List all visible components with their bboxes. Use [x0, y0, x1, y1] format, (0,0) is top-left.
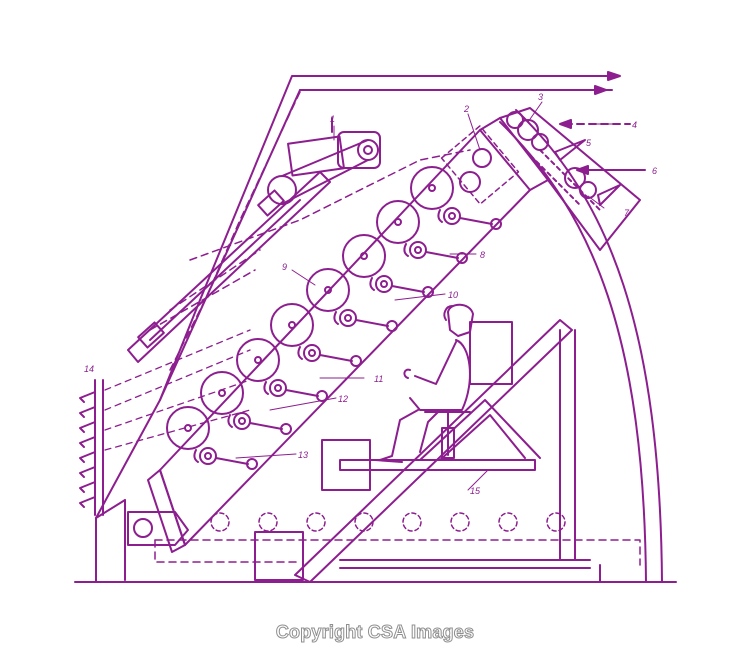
press-rolls [166, 166, 454, 450]
press-roll [236, 338, 280, 382]
label-8: 8 [480, 250, 485, 260]
operator-figure [374, 303, 474, 463]
roll-frame [147, 117, 549, 553]
label-14: 14 [84, 364, 94, 374]
label-12: 12 [338, 394, 348, 404]
base-wheel [354, 512, 374, 532]
label-11: 11 [374, 374, 383, 384]
base-wheels [210, 512, 566, 532]
press-roll [410, 166, 454, 210]
label-9: 9 [282, 262, 287, 272]
label-2: 2 [463, 104, 469, 114]
output-rack [79, 379, 104, 516]
base-rails [154, 539, 641, 583]
tension-roll [437, 207, 502, 230]
label-1: 1 [330, 114, 335, 124]
rack-dashed-lines [104, 329, 251, 451]
input-arrows [559, 119, 646, 175]
rack-hook [79, 451, 96, 463]
roller-2 [440, 125, 520, 205]
label-7: 7 [624, 208, 630, 218]
tension-roll [369, 275, 434, 298]
rack-hook [79, 406, 96, 418]
press-roll [166, 406, 210, 450]
label-4: 4 [632, 120, 637, 130]
tension-roll [263, 379, 328, 402]
press-roll [376, 200, 420, 244]
rack-hook [79, 391, 96, 403]
rack-hook [79, 436, 96, 448]
base-wheel [210, 512, 230, 532]
rack-hook [79, 421, 96, 433]
tension-roll [403, 241, 468, 264]
operator-platform [254, 319, 576, 583]
motor-unit [267, 117, 381, 205]
top-flow-arrows [299, 71, 621, 95]
base-wheel [450, 512, 470, 532]
tension-roll [227, 412, 292, 435]
rack-hook [79, 496, 96, 508]
label-13: 13 [298, 450, 308, 460]
base-wheel [306, 512, 326, 532]
press-roll [200, 371, 244, 415]
tension-roll [333, 309, 398, 332]
base-wheel [498, 512, 518, 532]
rack-hook [79, 466, 96, 478]
base-wheel [258, 512, 278, 532]
pivot-mount [127, 511, 189, 546]
rack-hook [79, 481, 96, 493]
label-10: 10 [448, 290, 458, 300]
arch-frame [499, 109, 663, 583]
leader-lines [235, 101, 613, 491]
press-roll [306, 268, 350, 312]
base-wheel [402, 512, 422, 532]
callout-labels: 1 2 3 4 5 6 7 8 9 10 11 12 13 14 15 [84, 92, 657, 496]
press-roll [270, 303, 314, 347]
tension-roll [297, 344, 362, 367]
actuator-arm [127, 171, 331, 363]
feed-head [499, 107, 641, 251]
label-3: 3 [538, 92, 543, 102]
label-6: 6 [652, 166, 657, 176]
base-wheel [546, 512, 566, 532]
tension-roll [193, 447, 258, 470]
feed-dashed-lines [149, 91, 471, 371]
press-roll [342, 234, 386, 278]
copyright-credit: Copyright CSA Images [275, 622, 475, 643]
label-5: 5 [586, 138, 592, 148]
label-15: 15 [470, 486, 481, 496]
lower-rolls [193, 207, 502, 470]
